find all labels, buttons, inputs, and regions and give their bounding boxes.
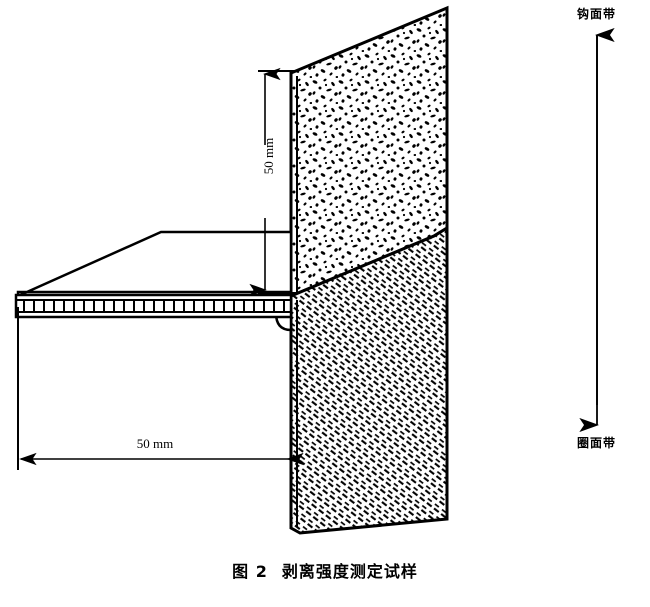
axis-top-label: 钩面带 [577, 7, 617, 21]
figure-caption-title: 剥离强度测定试样 [281, 562, 418, 581]
figure-caption-number: 图 2 [232, 562, 268, 581]
dimension-vertical-label: 50 mm [261, 137, 276, 175]
loop-face-panel [289, 225, 449, 535]
dimension-horizontal [17, 307, 304, 470]
axis-bottom-label: 圈面带 [577, 436, 617, 450]
figure-caption: 图 2 剥离强度测定试样 [0, 558, 650, 582]
dimension-horizontal-label: 50 mm [136, 436, 174, 451]
backing-plate [14, 230, 293, 319]
dimension-vertical [249, 67, 297, 297]
